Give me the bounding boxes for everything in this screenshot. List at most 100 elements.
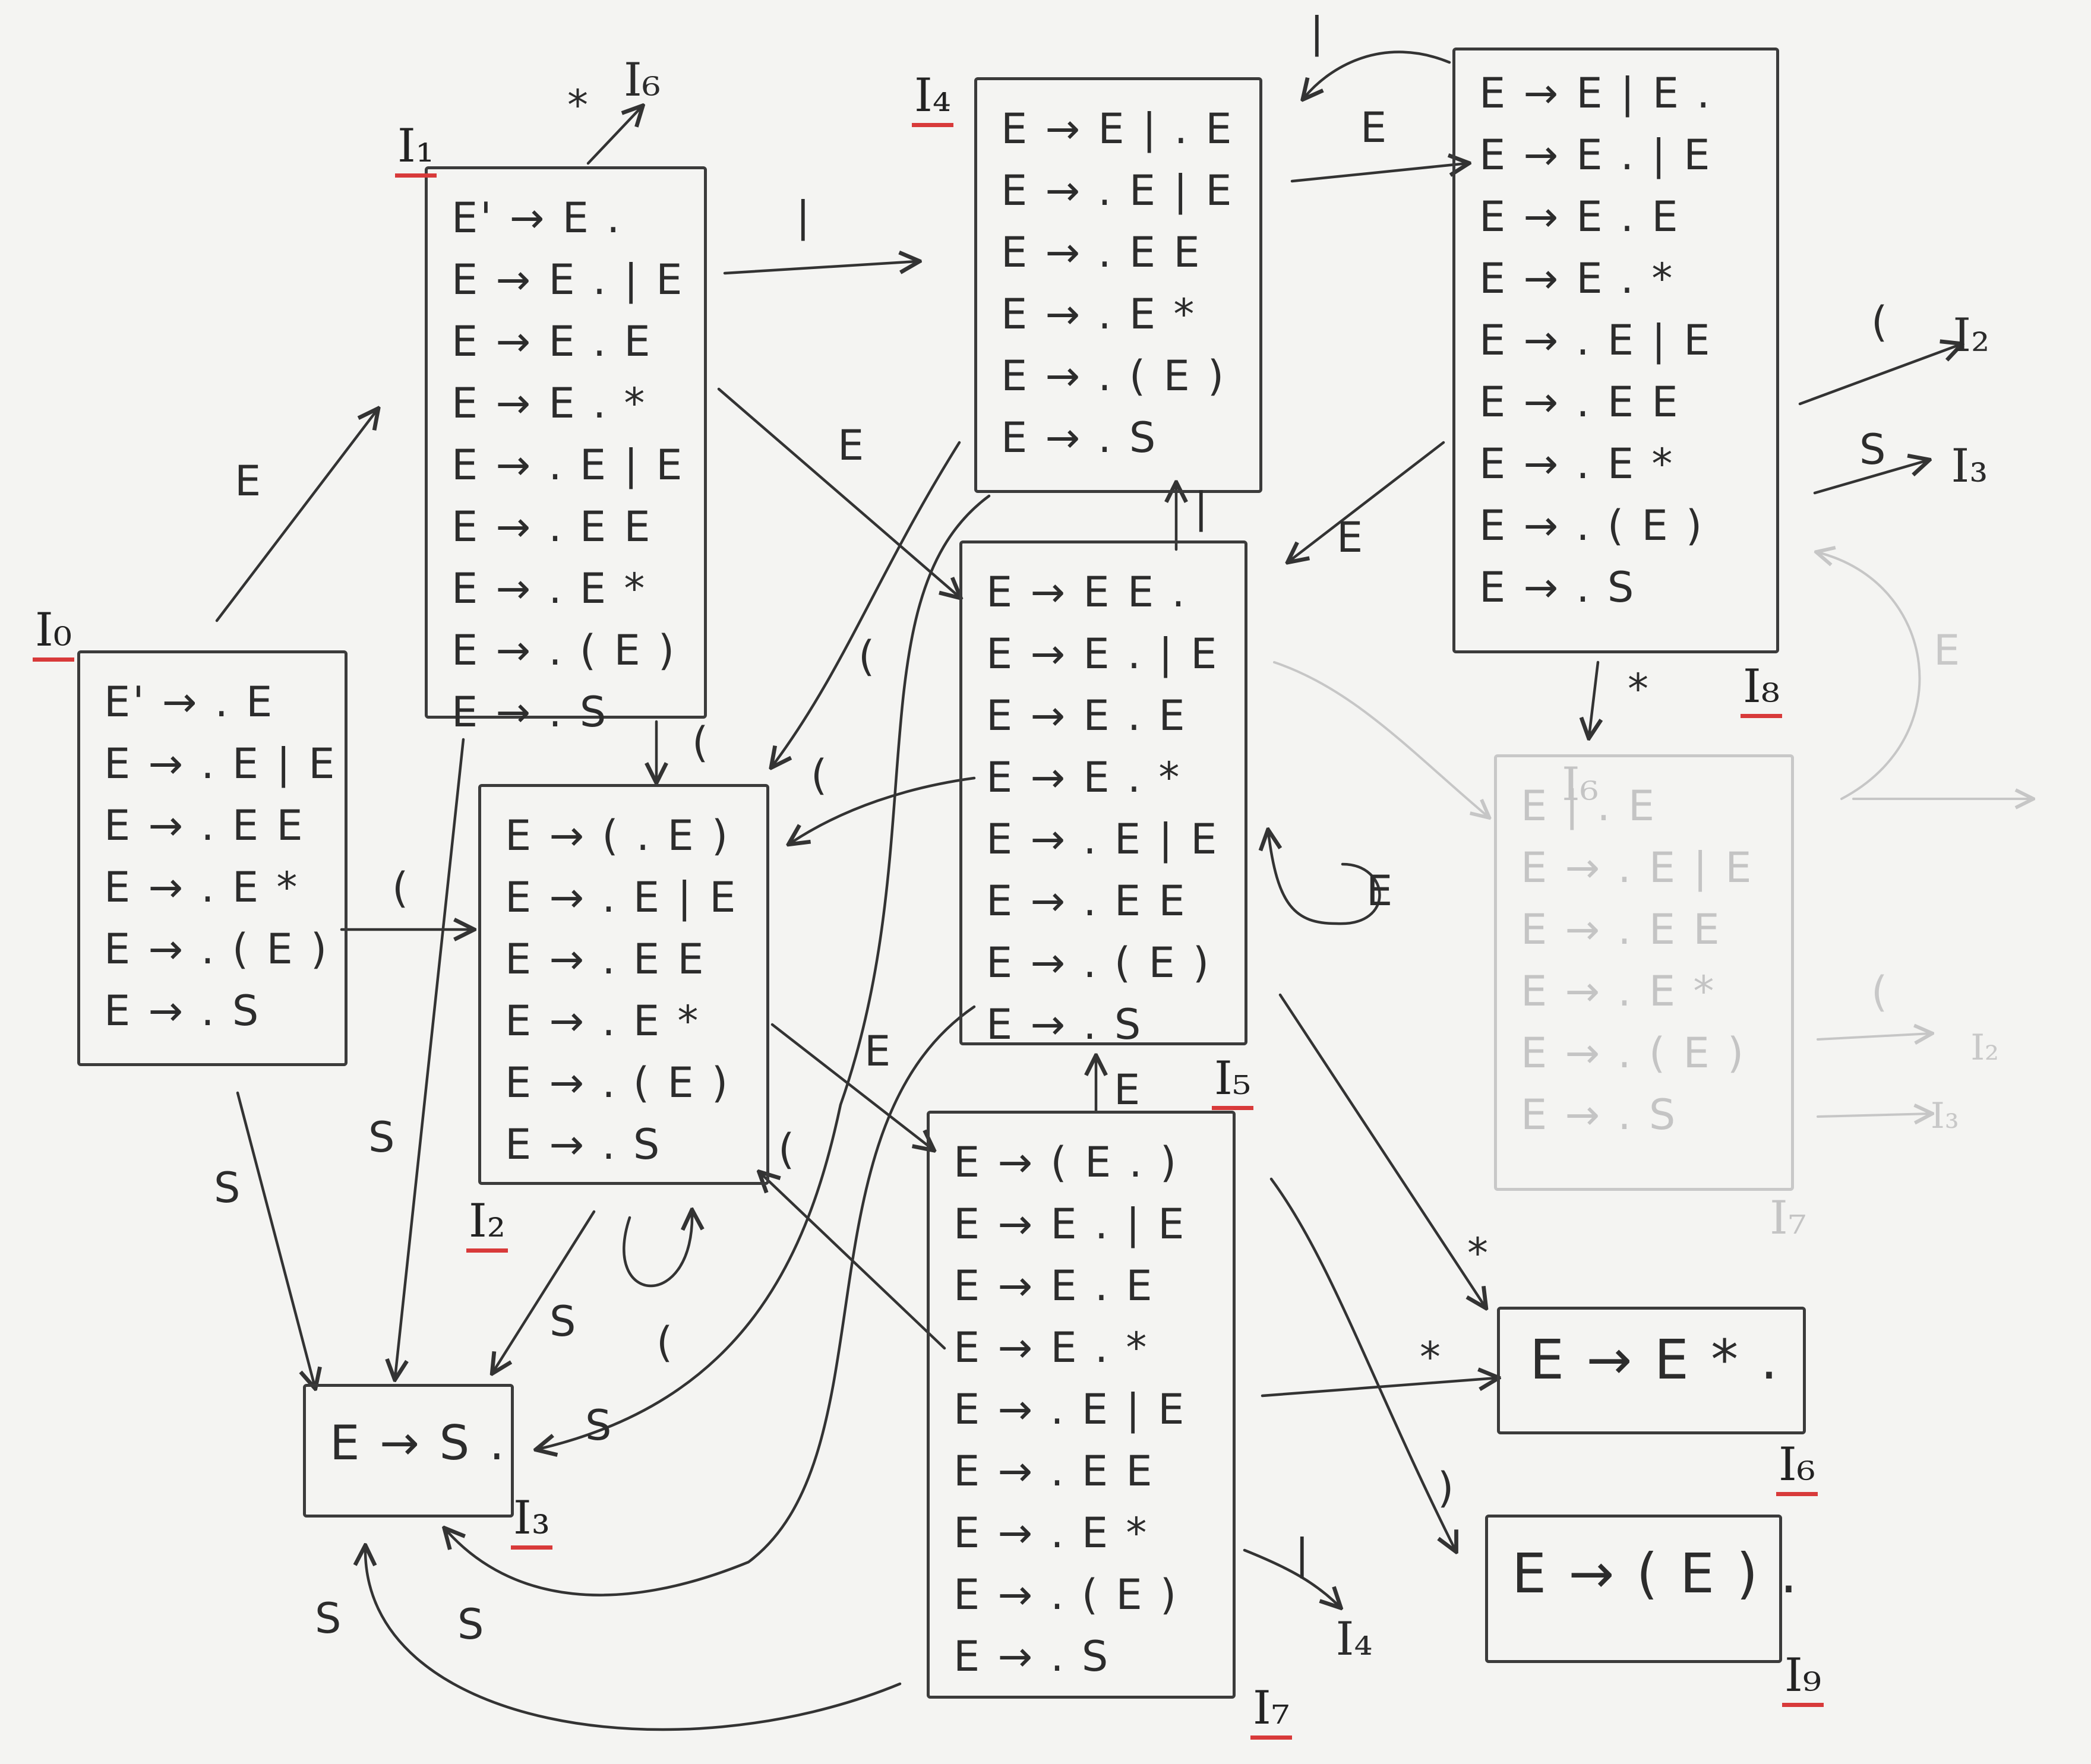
edge-label-i7-i6: *: [1420, 1333, 1441, 1382]
arrow-i8-i6: [1589, 660, 1598, 736]
edge-label-draft-s: I₃: [1931, 1093, 1959, 1137]
state-box-i1: E' → E . E → E . | E E → E . E E → E . *…: [425, 166, 707, 736]
edge-target: I₂: [1970, 1027, 2000, 1068]
lr-item: E → . E E: [451, 502, 653, 551]
lr-item: E → E | E .: [1479, 69, 1713, 118]
edge-label-i8-i4: |: [1310, 8, 1324, 57]
edge-label-i5-self: E: [1366, 867, 1393, 915]
lr-item: E → . S: [1479, 563, 1637, 612]
arrow-i1-i6: [586, 107, 642, 165]
state-label-i4: I₄: [912, 68, 954, 127]
state-box-i5: E → E E . E → E . | E E → E . E E → E . …: [959, 540, 1247, 1049]
state-box-i6: E → E * .: [1497, 1307, 1806, 1434]
state-box-i9: E → ( E ) .: [1485, 1515, 1798, 1663]
edge-label-i7-i3a: S: [457, 1600, 484, 1649]
edge-label-i7-i3b: S: [315, 1594, 342, 1643]
lr-item: E → E . | E: [451, 255, 685, 304]
arrow-i5-i2: [790, 776, 976, 843]
arrow-i2-i3: [493, 1210, 596, 1372]
edge-target: I₃: [1931, 1095, 1959, 1137]
arrow-i1-i5: [717, 387, 959, 597]
edge-label-i2-self: (: [656, 1318, 673, 1367]
state-label-i7: I₇: [1250, 1681, 1293, 1740]
edge-label-i4-i3: S: [585, 1401, 612, 1450]
state-box-i7: E → ( E . ) E → E . | E E → E . E E → E …: [927, 1111, 1236, 1699]
edge-symbol: (: [1871, 298, 1888, 346]
draft-item: E → . S: [1521, 1090, 1678, 1139]
lr-item: E → E E .: [986, 568, 1187, 617]
arrow-i8-i5: [1289, 441, 1445, 561]
state-box-i3: E → S .: [303, 1384, 514, 1518]
edge-label-i2-i3: S: [549, 1297, 576, 1346]
lr-item: E' → E .: [451, 194, 623, 242]
state-label-i3: I₃: [511, 1491, 553, 1550]
edge-label-i2-i7: E: [864, 1027, 891, 1076]
lr-item: E → E . E: [986, 691, 1187, 740]
edge-target: I₆: [624, 53, 661, 107]
arrow-i5-i6: [1278, 993, 1485, 1307]
lr-item: E → . E *: [1001, 290, 1197, 339]
lr-item: E → . E *: [1479, 440, 1675, 488]
faint-arrow-i5-draft: [1273, 661, 1488, 817]
lr-item: E → . E *: [505, 997, 701, 1045]
lr-item: E → ( . E ): [505, 811, 731, 860]
edge-label-i8-i2: ( I₂: [1871, 298, 1989, 359]
arrow-i1-i4: [723, 261, 918, 275]
lr-item: E → . ( E ): [505, 1058, 731, 1107]
state-label-i9: I₉: [1782, 1648, 1824, 1707]
lr-item: E → . ( E ): [953, 1570, 1179, 1619]
edge-label-i8-i6: *: [1628, 665, 1648, 713]
draft-item: E | . E: [1521, 782, 1657, 830]
lr-item: E → . S: [451, 688, 609, 736]
state-box-i6-draft: E | . E E → . E | E E → . E E E → . E * …: [1494, 754, 1794, 1191]
state-label-i5: I₅: [1212, 1051, 1254, 1110]
lr-item: E → E . *: [451, 379, 647, 428]
lr-item: E → . E E: [986, 877, 1187, 925]
arrow-i7-i9: [1269, 1177, 1455, 1550]
lr-item: E → . E | E: [986, 815, 1220, 864]
arrow-i5-self: [1268, 832, 1381, 925]
arrow-i1-i3: [395, 738, 465, 1378]
edge-label-i8-i5: E: [1337, 513, 1363, 562]
edge-label-i7-i9: ): [1438, 1463, 1454, 1512]
arrow-i7-i4: [1243, 1548, 1340, 1607]
lr-item: E → . E E: [1479, 378, 1681, 426]
edge-label-i0-i3: S: [214, 1164, 241, 1212]
edge-symbol: (: [1871, 968, 1888, 1016]
lr-item: E → . ( E ): [1479, 501, 1705, 550]
arrow-i8-i3: [1813, 460, 1928, 495]
edge-symbol: S: [1859, 425, 1886, 474]
faint-arrow-draft-paren: [1817, 1033, 1931, 1039]
arrow-i8-i2: [1798, 344, 1960, 406]
state-label-i6: I₆: [1776, 1437, 1818, 1496]
arrow-i4-i8: [1290, 163, 1467, 183]
lr-item: E → ( E . ): [953, 1138, 1179, 1187]
lr-item: E' → . E: [104, 678, 275, 726]
edge-label-i5-i2: (: [811, 751, 827, 799]
lr-item: E → E . *: [986, 753, 1182, 802]
state-label-i6-draft: I₆: [1562, 758, 1599, 811]
edge-target: I₂: [1953, 309, 1990, 362]
lr-item: E → E . E: [451, 317, 653, 366]
state-box-i2: E → ( . E ) E → . E | E E → . E E E → . …: [478, 784, 769, 1185]
draft-item: E → . E | E: [1521, 843, 1754, 892]
state-label-i2: I₂: [466, 1194, 508, 1253]
arrow-i7-i3b: [365, 1547, 902, 1731]
lr-item: E → . E | E: [1001, 166, 1234, 215]
lr-item: E → . S: [1001, 413, 1158, 462]
edge-label-i1-i3: S: [368, 1113, 395, 1162]
edge-label-i7-i2: (: [778, 1125, 795, 1174]
lr-item: E → . E E: [104, 801, 305, 850]
lr-item: E → E * .: [1530, 1328, 1780, 1392]
faint-arrow-draft-self: [1818, 552, 1921, 800]
edge-label-i0-i2: (: [392, 864, 409, 912]
lr-item: E → . E *: [953, 1509, 1149, 1557]
edge-label-i7-i5: E: [1114, 1066, 1141, 1114]
edge-label-i7-i4: |I₄: [1295, 1532, 1373, 1662]
lr-item: E → E . | E: [1479, 131, 1713, 179]
state-box-i8: E → E | E . E → E . | E E → E . E E → E …: [1452, 48, 1779, 653]
edge-label-i1-i2: (: [692, 718, 709, 767]
lr-item: E → E . | E: [986, 630, 1220, 678]
